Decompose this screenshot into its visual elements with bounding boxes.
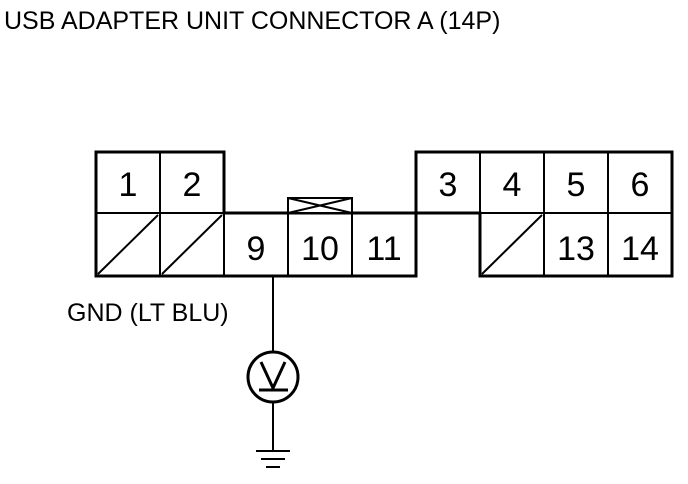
empty-cavity-slash bbox=[161, 214, 223, 275]
pin-labels: 1 2 9 10 11 3 4 5 6 13 14 bbox=[119, 166, 659, 268]
pin-label-10: 10 bbox=[301, 230, 339, 268]
pin-label-14: 14 bbox=[621, 230, 659, 268]
connector-grid bbox=[96, 152, 672, 276]
empty-cavity-slash bbox=[97, 214, 159, 275]
pin-label-6: 6 bbox=[631, 166, 650, 204]
pin-label-11: 11 bbox=[366, 230, 401, 268]
pin-label-2: 2 bbox=[183, 166, 202, 204]
wire-label: GND (LT BLU) bbox=[67, 299, 229, 327]
empty-cavity-slash bbox=[481, 214, 543, 275]
diagram-title: USB ADAPTER UNIT CONNECTOR A (14P) bbox=[4, 7, 500, 35]
voltmeter-icon bbox=[246, 350, 300, 404]
pin-label-1: 1 bbox=[119, 166, 138, 204]
connector-lock-tab-icon bbox=[287, 197, 353, 214]
ground-symbol-icon bbox=[256, 450, 290, 468]
pin-label-9: 9 bbox=[247, 230, 266, 268]
pin-label-3: 3 bbox=[439, 166, 458, 204]
pin-label-5: 5 bbox=[567, 166, 586, 204]
pin-label-4: 4 bbox=[503, 166, 522, 204]
empty-cavities bbox=[97, 214, 543, 275]
pin-label-13: 13 bbox=[557, 230, 595, 268]
